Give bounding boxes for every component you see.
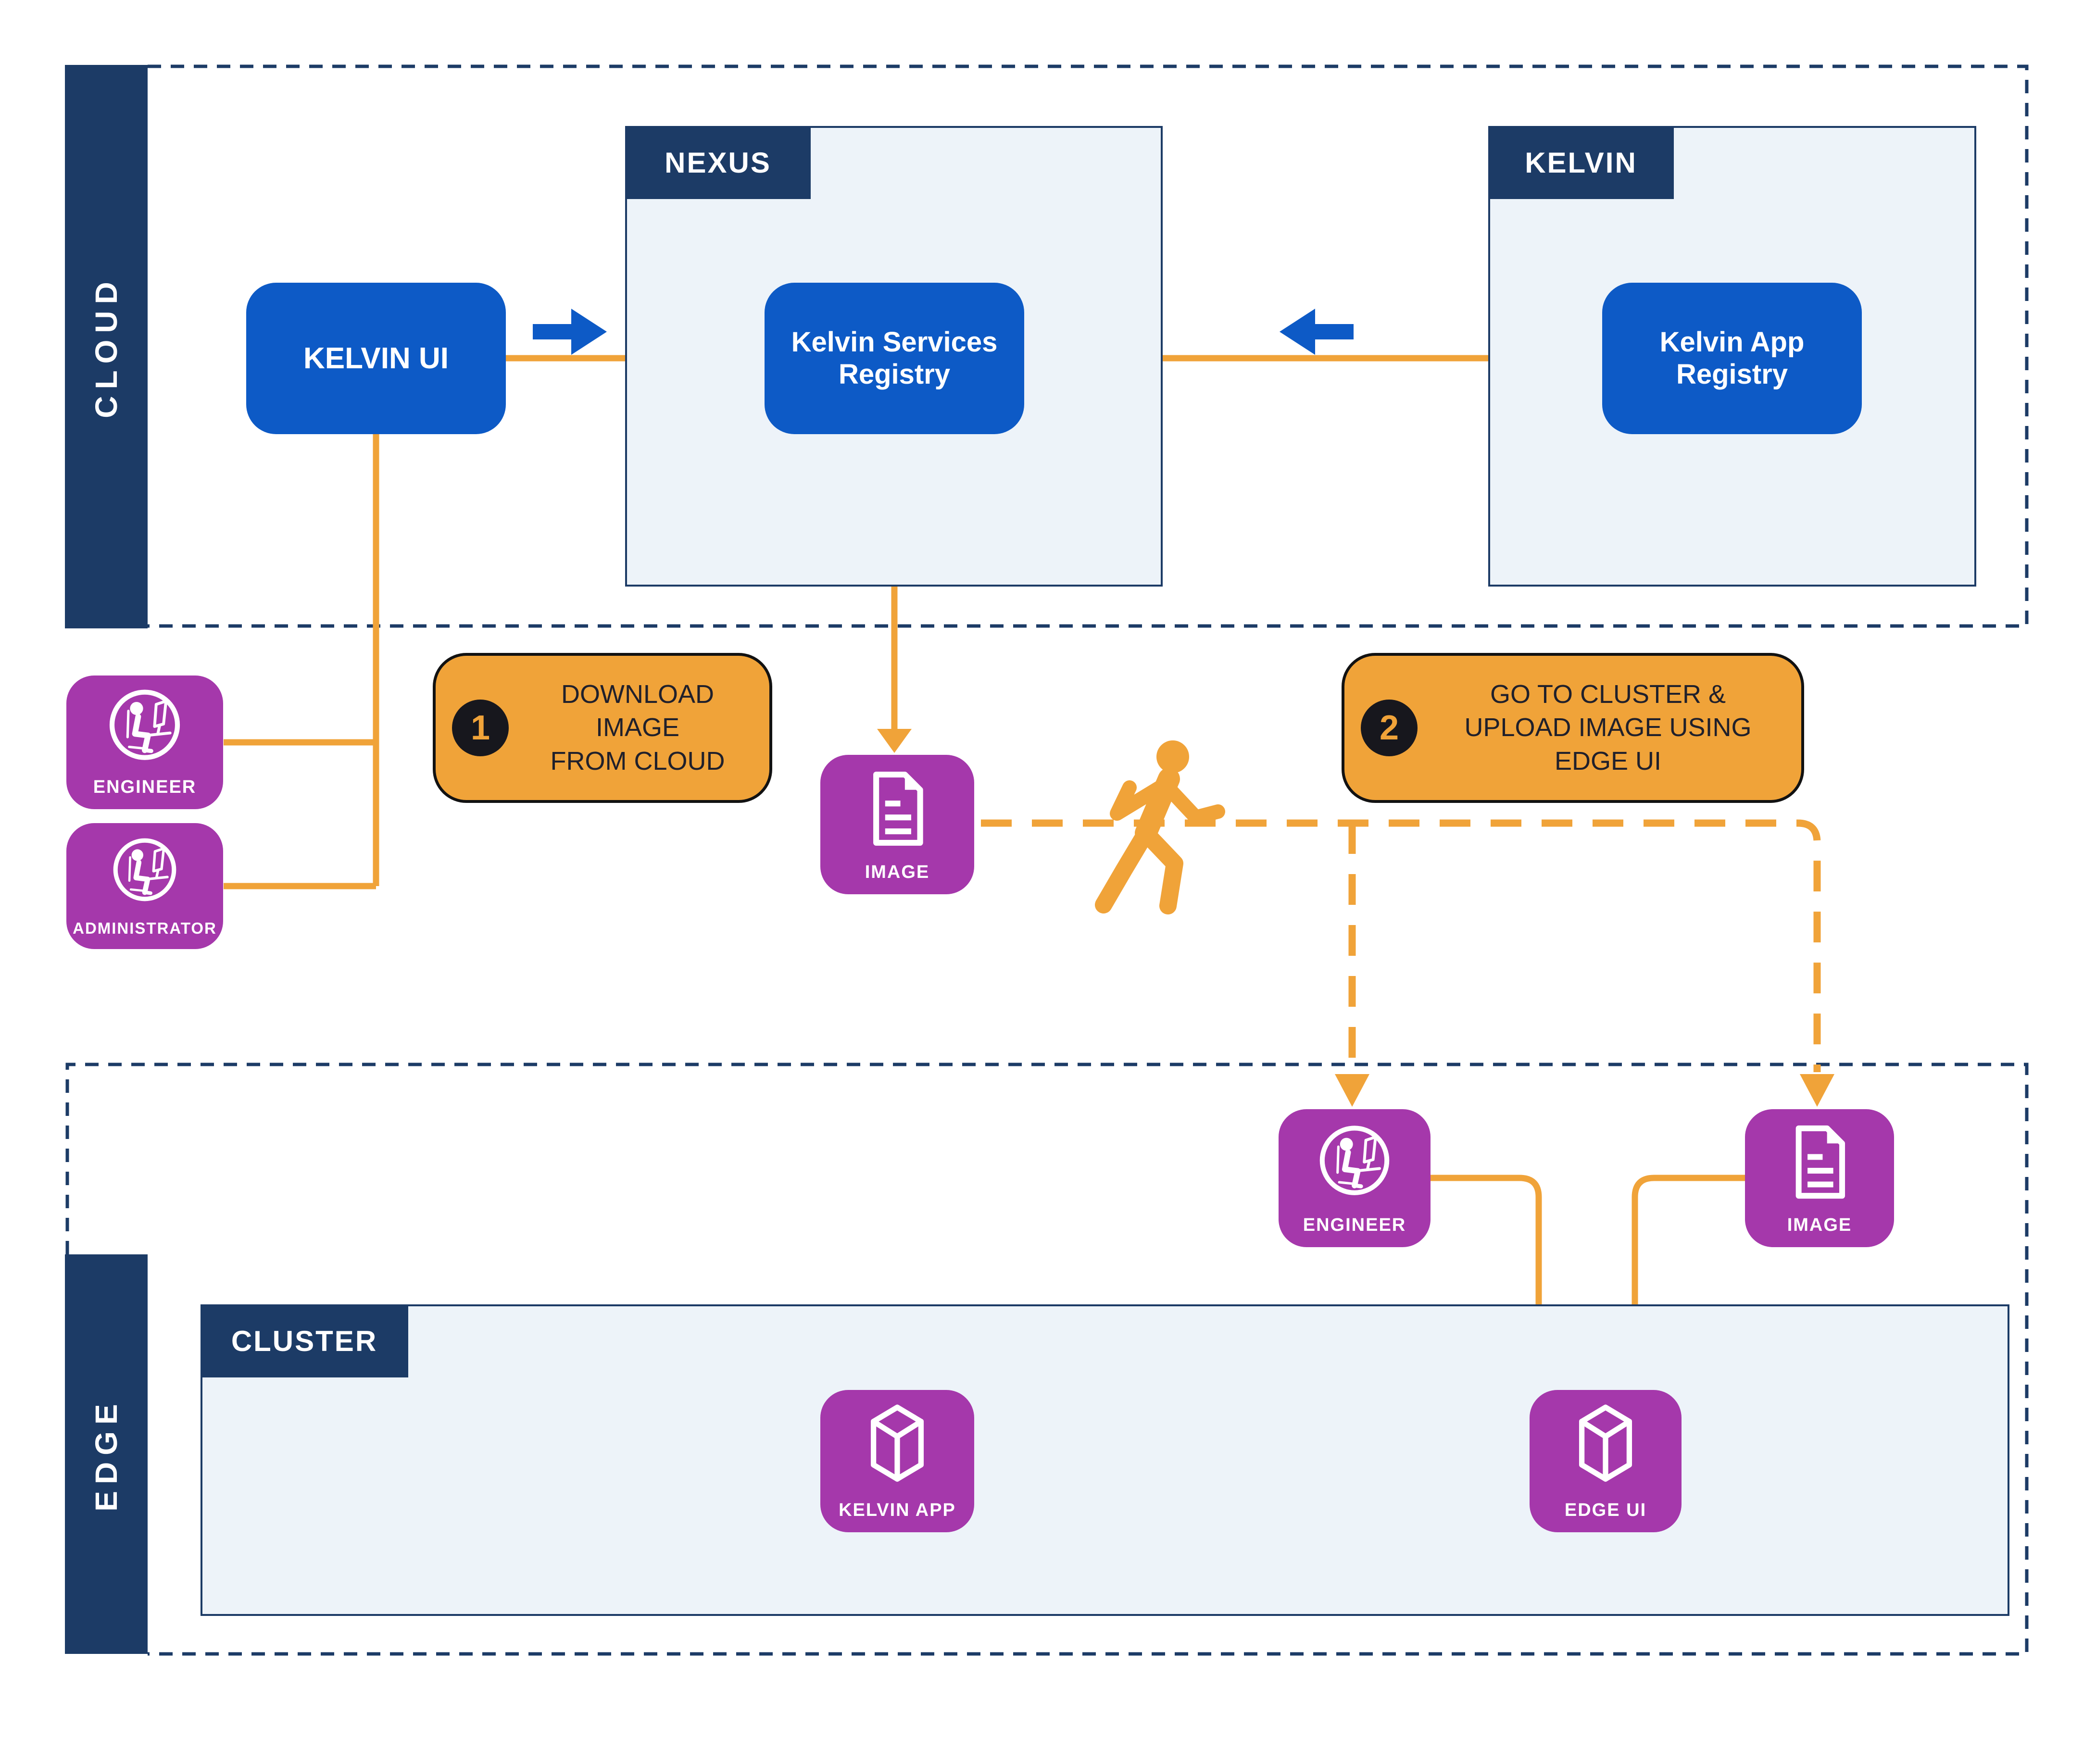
step-1-callout: 1 DOWNLOAD IMAGE FROM CLOUD [433,653,772,803]
step-1-badge: 1 [452,700,509,756]
step-2-line2: UPLOAD IMAGE USING EDGE UI [1464,713,1752,776]
administrator-node: ADMINISTRATOR [66,823,223,949]
step-1-text: DOWNLOAD IMAGE FROM CLOUD [525,678,750,777]
connector-edge-image-to-edgeui [1632,1175,1745,1355]
edge-lane-label: EDGE [89,1397,124,1512]
image-node-edge: IMAGE [1745,1109,1894,1247]
cloud-lane-label: CLOUD [89,275,124,418]
connector-kelvinui-to-actors [224,434,379,889]
arrowhead-into-image [877,729,912,753]
edge-ui-node-label: EDGE UI [1564,1500,1647,1520]
nexus-group-box: NEXUS [625,126,1163,587]
cluster-group-tab: CLUSTER [201,1304,408,1377]
kelvin-services-registry-button: Kelvin Services Registry [765,283,1024,434]
cube-icon [1530,1390,1682,1500]
image-node-edge-label: IMAGE [1787,1215,1852,1235]
person-at-desk-icon [1279,1109,1431,1215]
nexus-group-tab: NEXUS [625,126,811,199]
step-2-callout: 2 GO TO CLUSTER & UPLOAD IMAGE USING EDG… [1342,653,1804,803]
dashed-path-image-to-edge [981,819,1821,1072]
edge-boundary-dashed [65,1063,2029,1656]
cube-icon [820,1390,974,1500]
engineer-node-cloud: ENGINEER [66,676,223,809]
engineer-node-label: ENGINEER [93,777,197,797]
step-2-text: GO TO CLUSTER & UPLOAD IMAGE USING EDGE … [1434,678,1782,777]
connector-edge-engineer-to-edgeui [1431,1175,1542,1390]
image-node-cloud: IMAGE [820,755,974,894]
edge-lane-bar: EDGE [65,1254,148,1654]
walking-person-icon [1095,740,1225,914]
kelvin-ui-button: KELVIN UI [246,283,506,434]
arrowhead-into-edge-image [1800,1074,1834,1107]
kelvin-app-node-label: KELVIN APP [839,1500,956,1520]
blue-arrow-right-icon [533,309,607,355]
person-at-desk-icon [66,676,223,777]
kelvin-app-node: KELVIN APP [820,1390,974,1532]
kelvin-app-registry-button: Kelvin App Registry [1602,283,1862,434]
person-at-desk-icon [66,823,223,919]
step-1-line1: DOWNLOAD IMAGE [561,680,714,742]
engineer-node-edge: ENGINEER [1279,1109,1431,1247]
step-2-badge: 2 [1361,700,1418,756]
cluster-group-box: CLUSTER [201,1304,2009,1616]
edge-ui-node: EDGE UI [1530,1390,1682,1532]
document-icon [1745,1109,1894,1215]
cloud-boundary-dashed [148,64,2029,628]
cloud-lane-bar: CLOUD [65,65,148,628]
document-icon [820,755,974,862]
arrowhead-into-edge-engineer [1335,1074,1369,1107]
administrator-node-label: ADMINISTRATOR [73,919,217,937]
step-2-line1: GO TO CLUSTER & [1490,680,1726,709]
kelvin-group-tab: KELVIN [1488,126,1674,199]
engineer-node-edge-label: ENGINEER [1303,1215,1406,1235]
image-node-cloud-label: IMAGE [865,862,930,882]
step-1-line2: FROM CLOUD [550,746,725,776]
blue-arrow-left-icon [1280,309,1354,355]
